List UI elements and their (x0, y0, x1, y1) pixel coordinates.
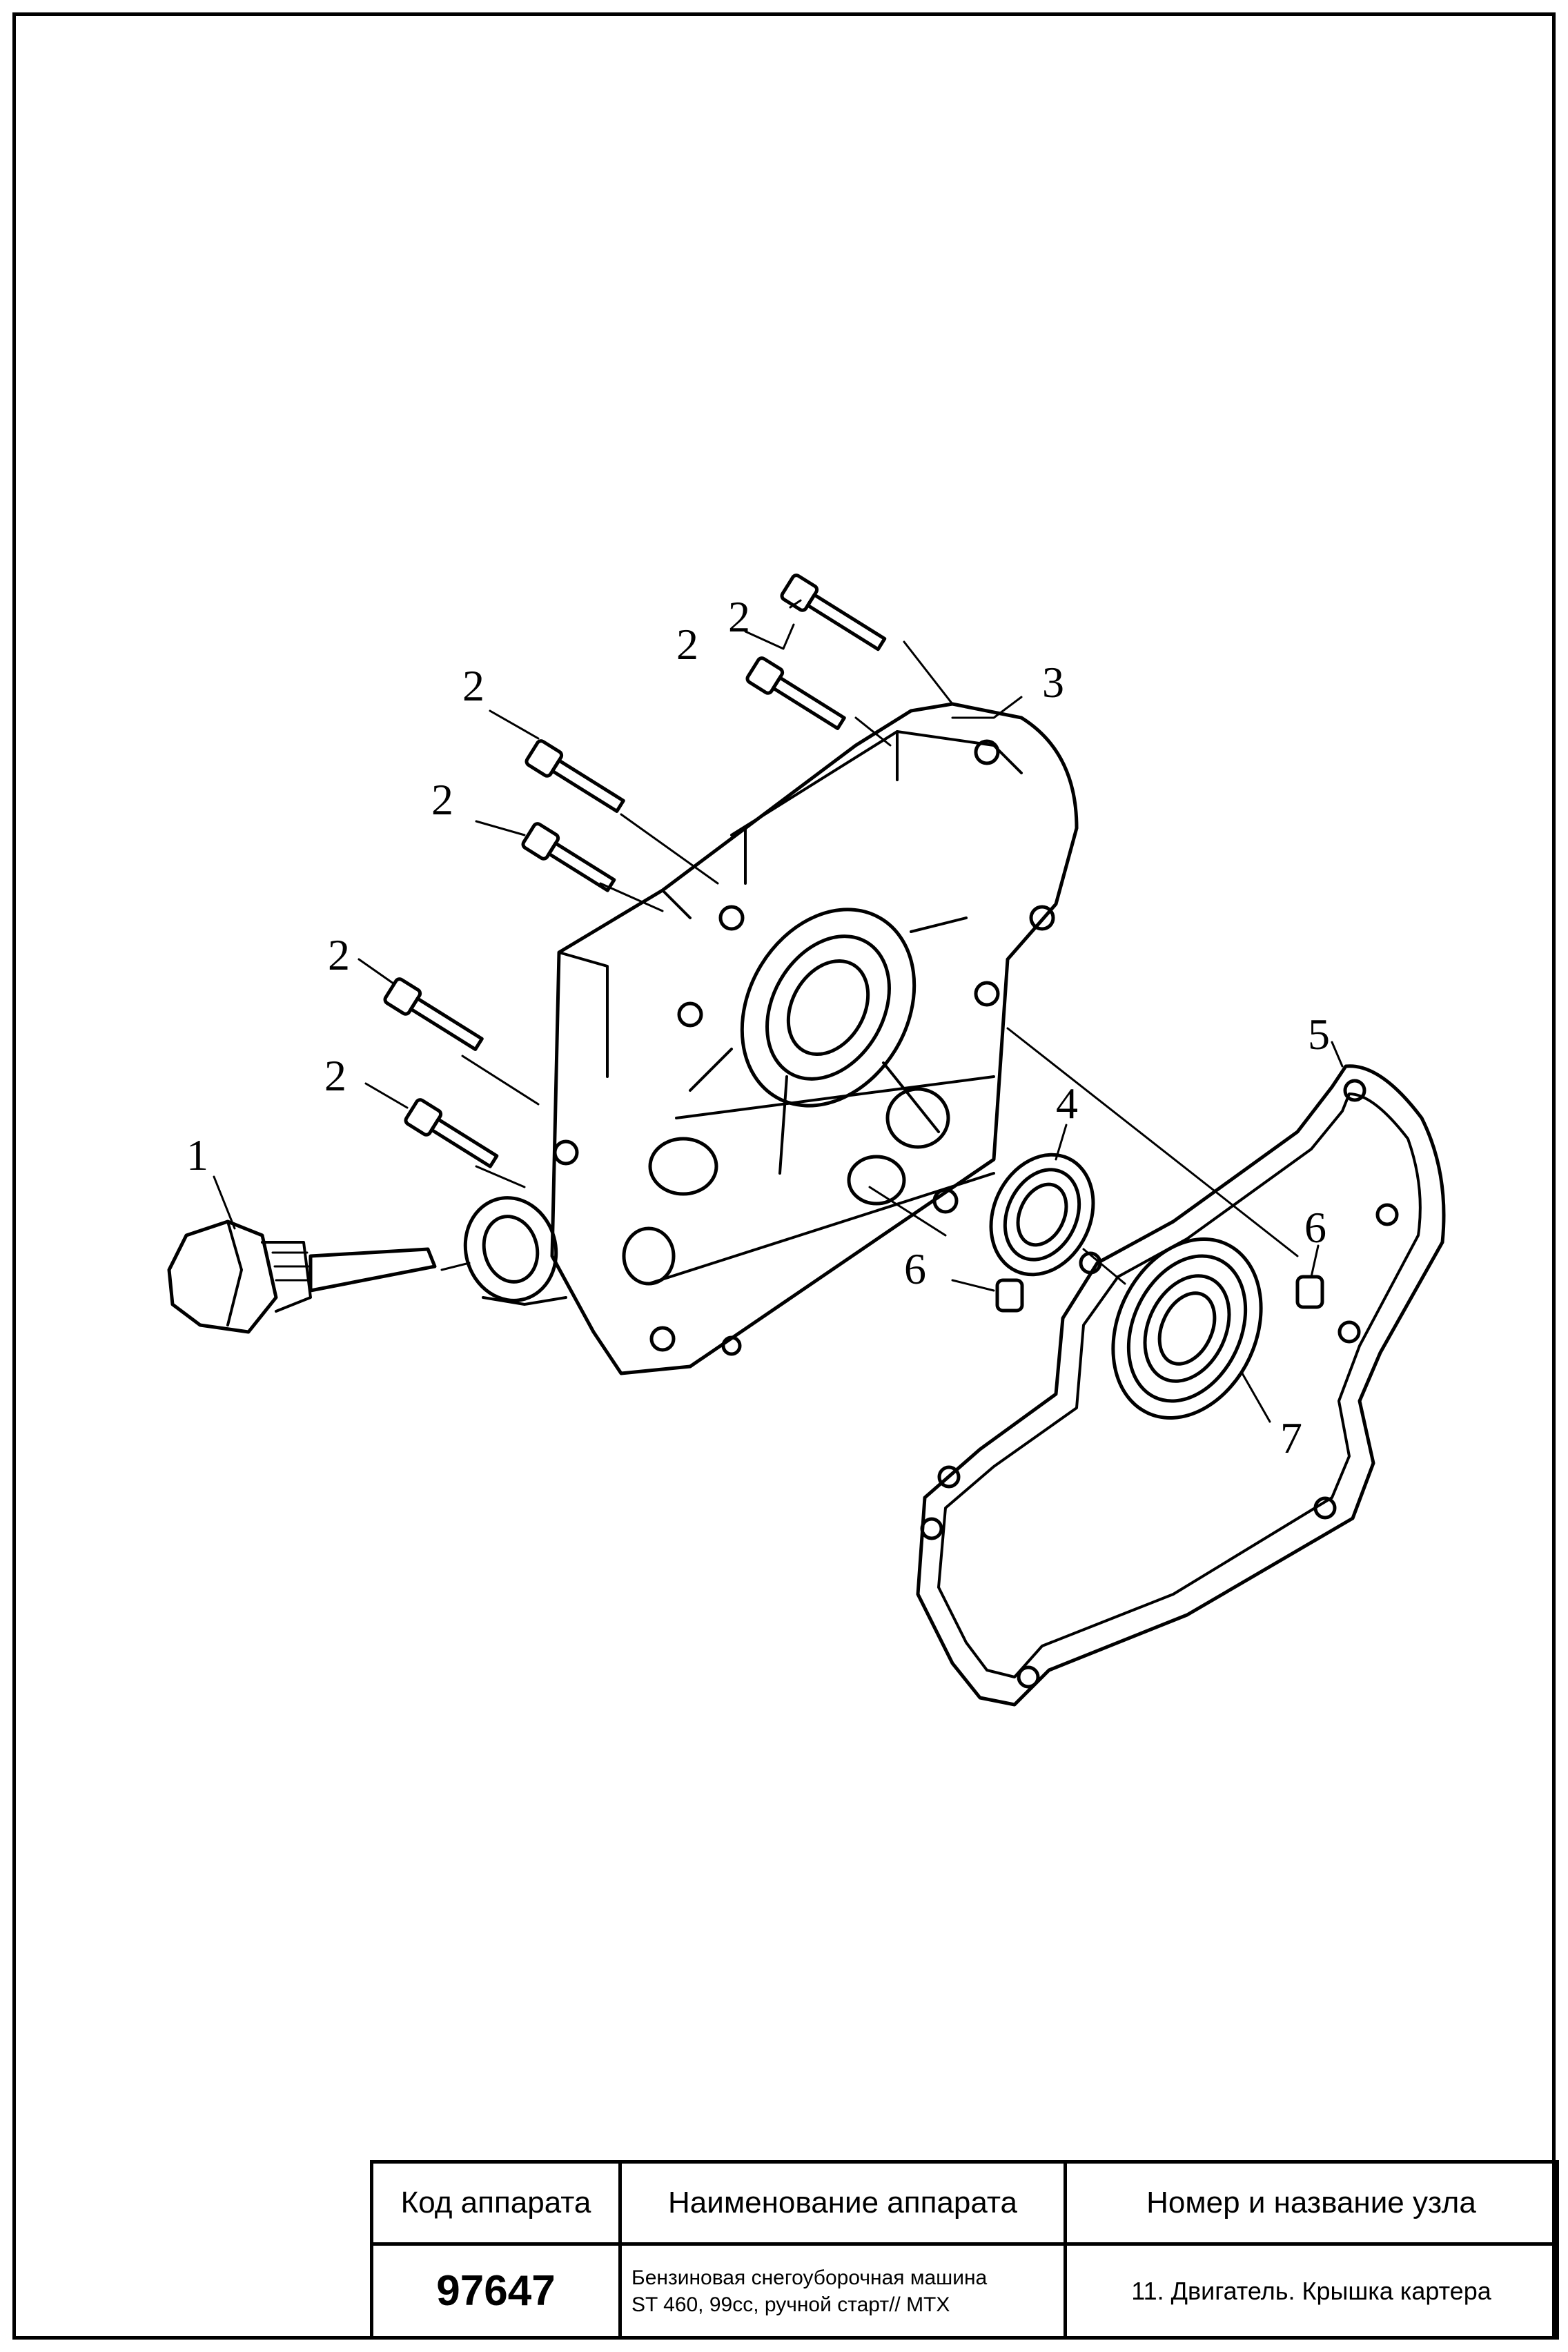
device-name-line1: Бензиновая снегоуборочная машина (631, 2266, 988, 2289)
oil-seal (989, 1153, 1095, 1277)
callout-2: 2 (431, 775, 453, 824)
bolts (383, 574, 887, 1168)
dowel-pins (995, 1275, 1324, 1313)
bearing (1111, 1237, 1263, 1420)
bolt (525, 739, 625, 813)
callout-3: 3 (1042, 658, 1064, 707)
callout-2: 2 (676, 620, 698, 669)
header-code: Код аппарата (370, 2160, 622, 2246)
bolt (521, 822, 616, 892)
bolt (404, 1098, 499, 1168)
callout-2: 2 (328, 930, 350, 979)
callout-6: 6 (904, 1244, 926, 1293)
callout-5: 5 (1308, 1010, 1330, 1059)
dowel-pin (995, 1278, 1024, 1313)
header-name: Наименование аппарата (618, 2160, 1067, 2246)
callout-2: 2 (728, 592, 750, 641)
bolt (780, 574, 887, 651)
callout-leaders (213, 599, 1344, 1423)
title-block: Код аппарата Наименование аппарата Номер… (370, 2160, 1559, 2340)
node-name: 11. Двигатель. Крышка картера (1064, 2242, 1559, 2340)
callout-4: 4 (1056, 1079, 1078, 1128)
device-name: Бензиновая снегоуборочная машина ST 460,… (618, 2242, 1067, 2340)
drawing-frame (12, 12, 1556, 2340)
crankcase-cover (550, 702, 1079, 1375)
device-code: 97647 (370, 2242, 622, 2340)
header-node: Номер и название узла (1064, 2160, 1559, 2246)
callout-2: 2 (324, 1051, 346, 1100)
dowel-pin (1295, 1275, 1324, 1309)
leader-lines (440, 640, 1299, 1285)
callout-1: 1 (186, 1130, 208, 1179)
filler-neck (463, 1196, 567, 1306)
gasket (916, 1064, 1446, 1707)
bolt (383, 977, 484, 1051)
bolt (745, 656, 846, 730)
callout-6: 6 (1304, 1203, 1326, 1252)
callout-2: 2 (462, 661, 484, 710)
device-name-line2: ST 460, 99cc, ручной старт// MTX (631, 2293, 950, 2316)
oil-plug (167, 1219, 437, 1334)
callout-7: 7 (1280, 1413, 1302, 1462)
